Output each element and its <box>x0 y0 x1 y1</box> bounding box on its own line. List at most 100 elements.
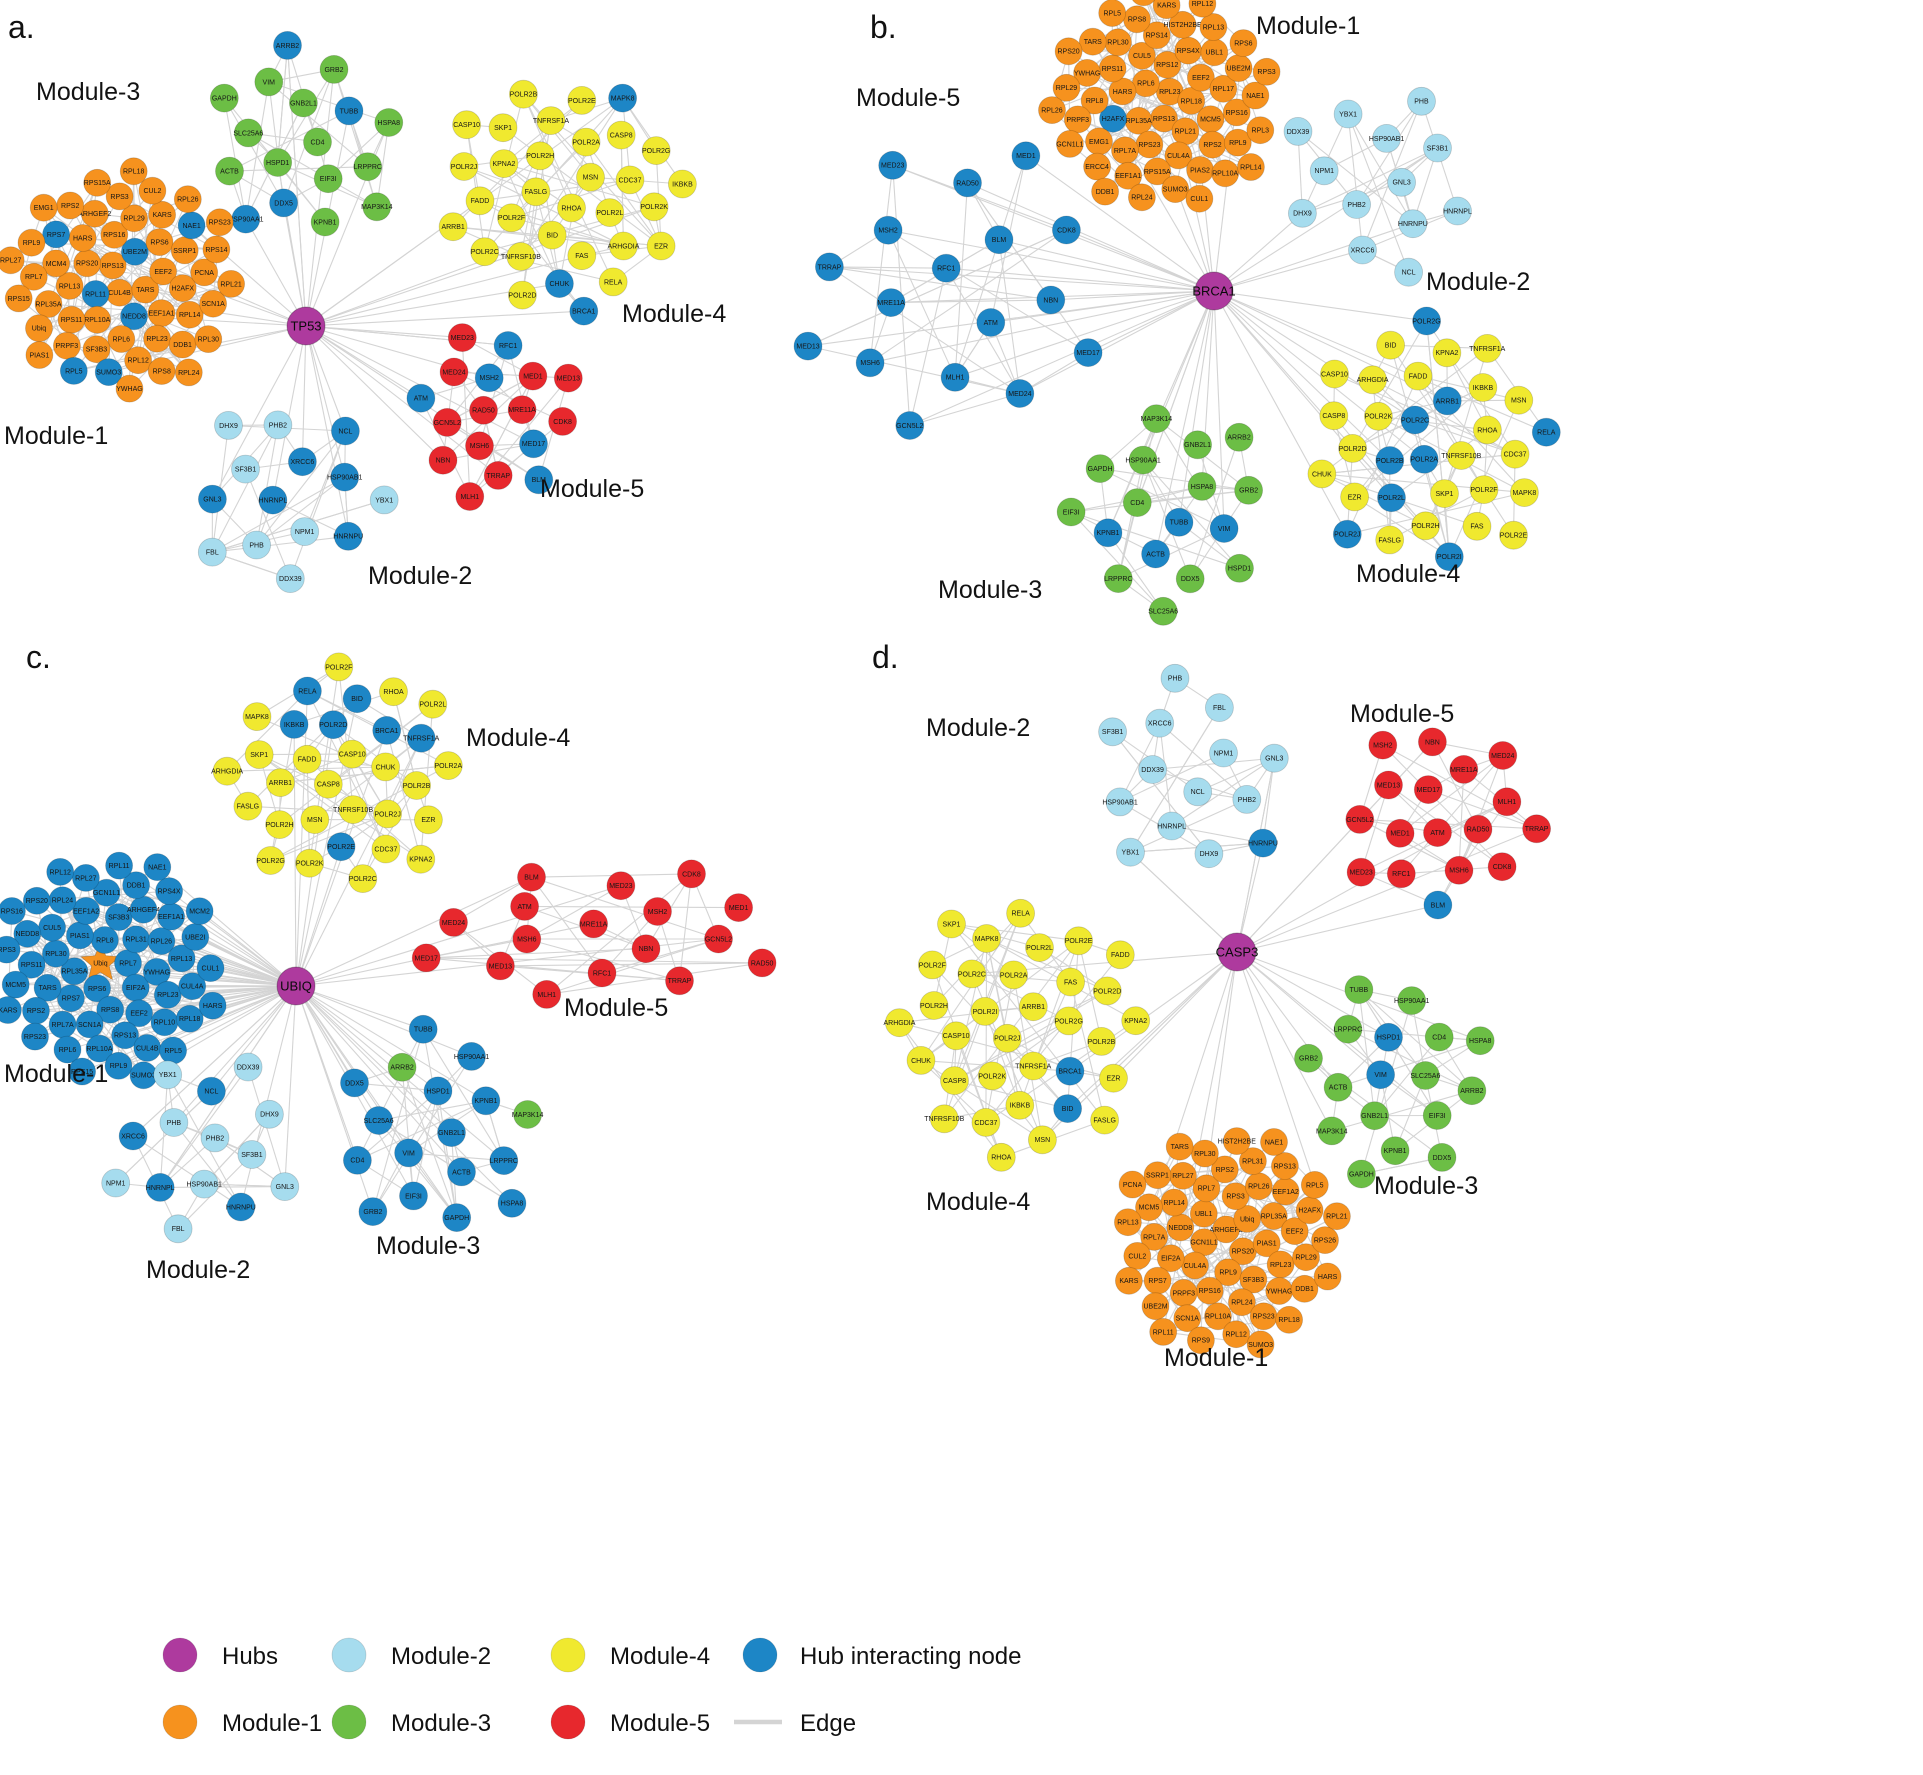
node-POLR2C <box>957 959 987 989</box>
node-EZR <box>413 805 443 835</box>
panel-a-nodes: a.CD4HSPD1GNB2L1EIF3ISLC25A6TUBBDDX5VIML… <box>0 9 726 593</box>
node-label-RPL7A: RPL7A <box>52 1022 75 1029</box>
edge <box>1070 511 1164 612</box>
edge <box>1236 828 1537 953</box>
edge <box>386 730 422 860</box>
node-label-POLR2B: POLR2B <box>510 92 538 99</box>
node-label-EIF3I: EIF3I <box>1429 1113 1446 1120</box>
node-label-ARRB2: ARRB2 <box>1460 1088 1483 1095</box>
node-label-POLR2B: POLR2B <box>1376 458 1404 465</box>
node-label-CASP10: CASP10 <box>943 1033 970 1040</box>
edge <box>332 724 389 815</box>
node-POLR2A <box>1409 444 1439 474</box>
node-FADD <box>465 186 495 216</box>
node-CASP8 <box>1319 401 1349 431</box>
node-label-RPS8: RPS8 <box>101 1007 119 1014</box>
node-label-RPL30: RPL30 <box>1194 1151 1216 1158</box>
node-RPL13 <box>1114 1208 1142 1237</box>
node-label-VIM: VIM <box>1374 1072 1387 1079</box>
node-EEF1A1 <box>1114 161 1143 190</box>
node-label-GRB2: GRB2 <box>324 67 343 74</box>
edge <box>1297 130 1414 225</box>
node-SF3B1 <box>237 1140 267 1169</box>
edge <box>372 1029 424 1212</box>
edge <box>1236 904 1439 953</box>
node-label-POLR2D: POLR2D <box>319 722 347 729</box>
node-label-HIST2H2BE: HIST2H2BE <box>1164 22 1202 29</box>
node-RPL24 <box>1128 183 1156 212</box>
edge <box>305 310 584 327</box>
node-GAPDH <box>442 1203 472 1232</box>
node-RPS13 <box>111 1021 139 1050</box>
node-CUL1 <box>196 954 225 982</box>
node-SLC25A6 <box>233 118 263 148</box>
node-MSH2 <box>873 215 903 245</box>
node-label-RPL26: RPL26 <box>1248 1184 1270 1191</box>
legend-swatch-module2 <box>331 1637 367 1673</box>
node-label-MAPK8: MAPK8 <box>975 936 999 943</box>
node-label-RHOA: RHOA <box>991 1155 1012 1162</box>
node-TRRAP <box>665 966 694 996</box>
node-HNRNPU <box>1398 209 1428 239</box>
node-HSP90AB1 <box>330 462 360 492</box>
node-BRCA1 <box>1055 1056 1085 1086</box>
node-label-GCN1L1: GCN1L1 <box>93 890 120 897</box>
module-label: Module-3 <box>376 1232 480 1260</box>
node-MSH2 <box>474 363 504 393</box>
node-label-YWHAG: YWHAG <box>1074 70 1100 77</box>
node-BRCA1 <box>569 296 599 326</box>
node-MSN <box>300 805 330 834</box>
node-label-RPS4X: RPS4X <box>1177 48 1200 55</box>
node-label-KPNA2: KPNA2 <box>492 161 515 168</box>
edge <box>1417 375 1485 490</box>
node-NBN <box>631 934 661 964</box>
node-label-MED24: MED24 <box>442 920 465 927</box>
node-label-MCM2: MCM2 <box>189 909 210 916</box>
node-MCM4 <box>42 249 70 278</box>
node-label-MLH1: MLH1 <box>460 494 479 501</box>
node-ATM <box>510 892 539 921</box>
edge <box>295 985 513 1204</box>
node-label-MED17: MED17 <box>1076 350 1099 357</box>
node-VIM <box>1209 514 1239 543</box>
node-XRCC6 <box>118 1121 148 1151</box>
node-GRB2 <box>1294 1043 1323 1073</box>
node-PHB <box>242 530 272 560</box>
node-PIAS1 <box>25 341 54 369</box>
edge <box>1458 755 1504 871</box>
node-label-HNRNPU: HNRNPU <box>1248 841 1278 848</box>
node-label-MRE11A: MRE11A <box>877 300 905 307</box>
node-label-CUL1: CUL1 <box>1190 196 1208 203</box>
edge <box>173 985 297 1123</box>
node-label-HARS: HARS <box>203 1003 223 1010</box>
node-MED17 <box>411 943 441 973</box>
node-POLR2H <box>265 810 295 839</box>
node-label-NAE1: NAE1 <box>182 223 200 230</box>
node-RAD50 <box>953 168 982 198</box>
node-label-POLR2F: POLR2F <box>498 215 525 222</box>
node-label-RPL24: RPL24 <box>52 898 74 905</box>
node-label-HSP90AA1: HSP90AA1 <box>1394 998 1430 1005</box>
node-MED1 <box>1385 818 1415 848</box>
node-POLR2J <box>449 152 479 181</box>
node-ARRB2 <box>1457 1076 1487 1106</box>
node-label-MED17: MED17 <box>415 955 438 962</box>
edge <box>211 424 279 553</box>
node-label-BRCA1: BRCA1 <box>375 728 398 735</box>
node-LRPPRC <box>353 152 383 182</box>
node-label-PHB: PHB <box>167 1120 182 1127</box>
node-SUMO3 <box>1246 1330 1275 1359</box>
node-label-POLR2A: POLR2A <box>572 139 600 146</box>
node-TRRAP <box>1522 814 1551 844</box>
node-CASP10 <box>1320 359 1349 389</box>
node-DHX9 <box>214 410 243 440</box>
node-KARS <box>0 996 22 1024</box>
edge <box>507 345 535 444</box>
edge <box>305 325 499 476</box>
node-label-NCL: NCL <box>338 428 352 435</box>
node-MED24 <box>439 357 469 387</box>
node-RPL14 <box>175 300 204 329</box>
node-label-XRCC6: XRCC6 <box>291 459 315 466</box>
edge <box>245 218 307 327</box>
node-POLR2H <box>1411 511 1440 541</box>
